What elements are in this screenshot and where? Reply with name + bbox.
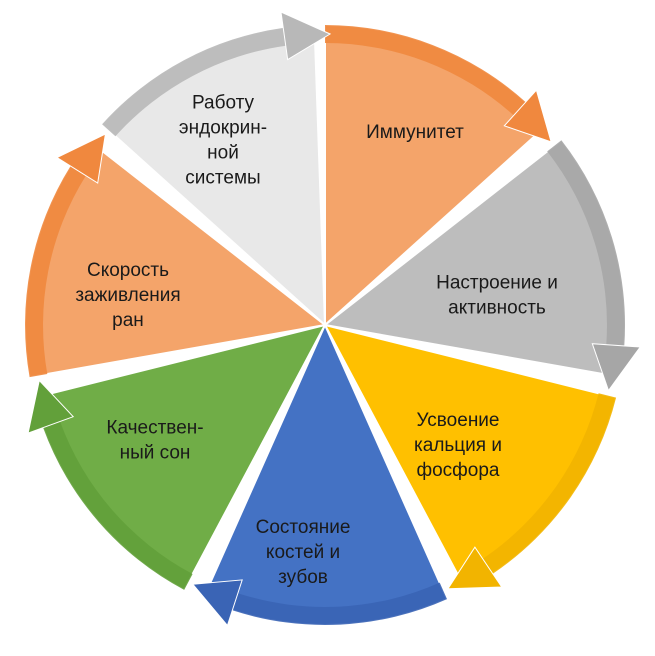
arrow-band-bones (232, 582, 447, 626)
segment-mood (322, 138, 642, 392)
label-line: ный сон (120, 443, 191, 464)
label-line: заживления (75, 285, 180, 306)
segment-endocrine (100, 11, 332, 328)
label-line: фосфора (416, 460, 499, 481)
label-bones: Состояние костей и зубов (256, 517, 351, 588)
arrowhead-mood (591, 343, 642, 392)
label-endocrine: Работу эндокрин-ной системы (179, 93, 267, 189)
arrow-band-endocrine (102, 27, 286, 137)
segments-layer (24, 11, 642, 627)
arrowhead-healing (55, 133, 107, 184)
arrowhead-calcium (447, 546, 503, 590)
label-line: Скорость (87, 260, 169, 281)
label-line: Настроение и (436, 273, 558, 294)
label-line: кальция и (414, 435, 502, 456)
segment-immunity (324, 23, 552, 328)
arrow-band-mood (547, 140, 626, 346)
arrow-band-healing (25, 166, 86, 378)
segment-sleep (27, 323, 327, 592)
arrow-band-sleep (43, 421, 193, 590)
label-sleep: Качествен-ный сон (106, 418, 203, 464)
arrowhead-sleep (27, 379, 75, 434)
label-healing: Скорость заживления ран (75, 260, 180, 331)
label-line: костей и (266, 542, 340, 563)
label-immunity: Иммунитет (366, 122, 464, 143)
arrowhead-immunity (503, 89, 552, 143)
label-line: системы (185, 168, 260, 189)
label-line: зубов (278, 567, 328, 588)
segment-bones (191, 322, 449, 627)
arrow-band-calcium (482, 393, 617, 574)
label-line: ран (112, 310, 144, 331)
segment-healing (24, 133, 328, 379)
arrowhead-bones (191, 579, 243, 627)
label-line: Иммунитет (366, 122, 464, 143)
label-calcium: Усвоение кальция и фосфора (414, 410, 502, 481)
label-line: Качествен- (106, 418, 203, 439)
label-line: Усвоение (417, 410, 500, 431)
label-line: ной (207, 143, 239, 164)
label-line: Работу (192, 93, 255, 114)
label-line: Состояние (256, 517, 351, 538)
arrow-band-immunity (325, 25, 526, 116)
arrowhead-endocrine (280, 11, 332, 61)
label-line: эндокрин- (179, 118, 267, 139)
segment-calcium (323, 323, 618, 592)
label-mood: Настроение и активность (436, 273, 558, 319)
label-line: активность (448, 298, 546, 319)
